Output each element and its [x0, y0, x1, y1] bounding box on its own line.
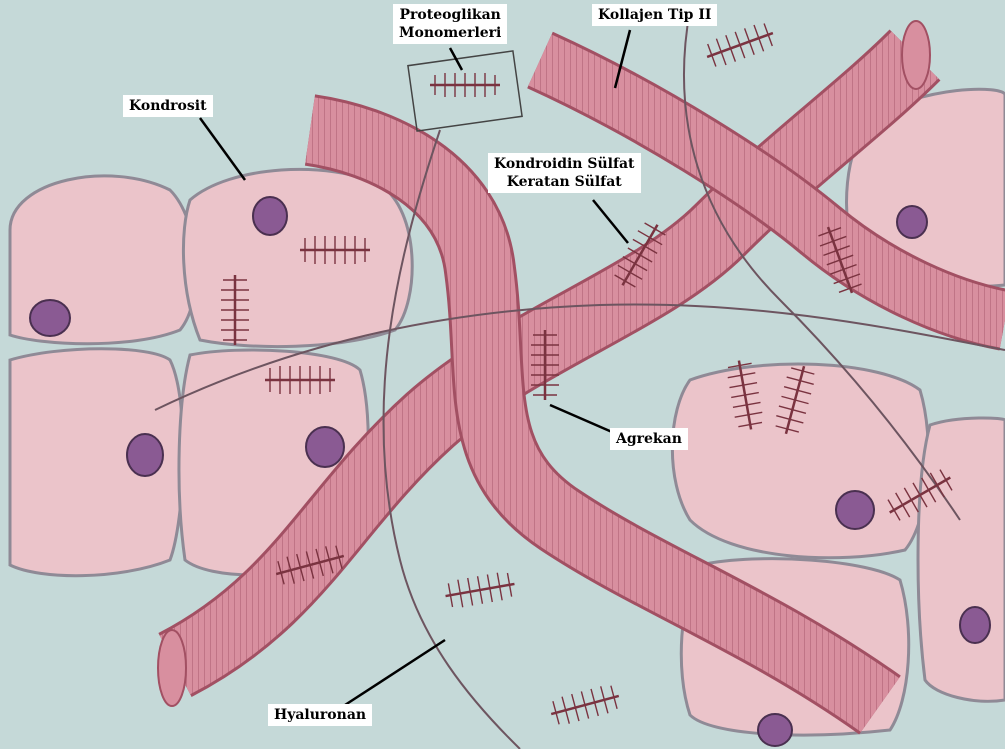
chondrocyte-cell: [918, 418, 1005, 701]
fiber-end: [902, 21, 930, 89]
label-line: Hyaluronan: [274, 706, 366, 724]
fiber-end: [158, 630, 186, 706]
proteoglycan-aggregate: [430, 73, 500, 97]
label-kondrosit: Kondrosit: [123, 95, 213, 117]
leader-line: [200, 118, 245, 180]
nucleus: [897, 206, 927, 238]
chondrocyte-cell: [183, 169, 412, 346]
nucleus: [30, 300, 70, 336]
leader-line: [593, 200, 628, 243]
nucleus: [306, 427, 344, 467]
proteoglycan-aggregate: [443, 570, 517, 610]
label-agrekan: Agrekan: [610, 428, 688, 450]
leader-line: [345, 640, 445, 705]
label-proteoglikan-monomerleri: Proteoglikan Monomerleri: [393, 4, 507, 44]
label-line: Kollajen Tip II: [598, 6, 711, 24]
proteoglycan-aggregate: [702, 20, 777, 70]
label-line: Kondroidin Sülfat: [494, 155, 635, 173]
label-line: Keratan Sülfat: [494, 173, 635, 191]
nucleus: [253, 197, 287, 235]
label-kondroidin-keratan: Kondroidin Sülfat Keratan Sülfat: [488, 153, 641, 193]
label-line: Kondrosit: [129, 97, 207, 115]
label-line: Monomerleri: [399, 24, 501, 42]
nucleus: [836, 491, 874, 529]
nucleus: [127, 434, 163, 476]
nucleus: [758, 714, 792, 746]
label-line: Agrekan: [616, 430, 682, 448]
label-hyaluronan: Hyaluronan: [268, 704, 372, 726]
proteoglycan-aggregate: [548, 682, 623, 727]
label-kollajen-tip-ii: Kollajen Tip II: [592, 4, 717, 26]
label-line: Proteoglikan: [399, 6, 501, 24]
leader-line: [550, 405, 612, 432]
nucleus: [960, 607, 990, 643]
chondrocyte-cell: [672, 364, 928, 558]
